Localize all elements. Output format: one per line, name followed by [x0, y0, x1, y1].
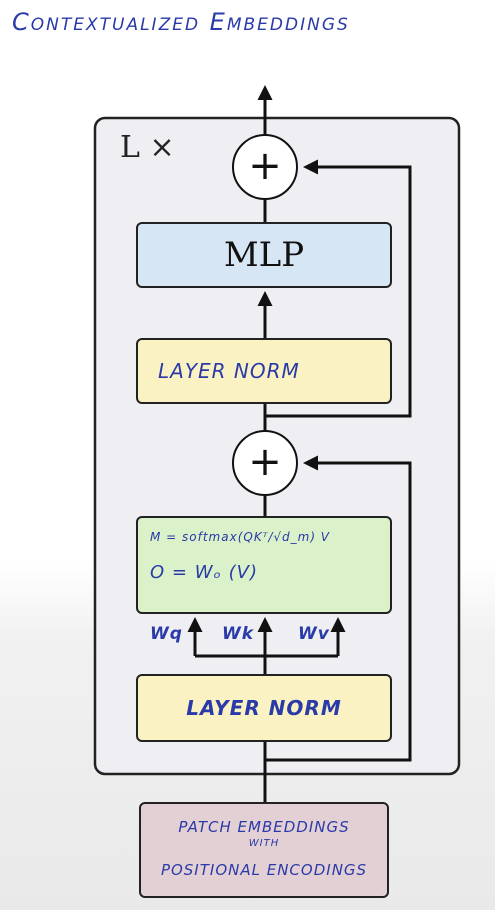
repeat-count-label: L × — [120, 130, 175, 165]
output-projection-formula: O = Wₒ (V) — [150, 562, 259, 583]
residual-connection-1 — [265, 455, 412, 762]
input-label-line1: PATCH EMBEDDINGS — [178, 818, 350, 836]
layer-norm-top-block: LAYER NORM — [136, 338, 392, 404]
residual-add-top: + — [232, 134, 298, 200]
residual-connection-2 — [265, 159, 412, 418]
attention-formula: M = softmax(QKᵀ/√d_m) V — [150, 530, 331, 544]
attention-block: M = softmax(QKᵀ/√d_m) V O = Wₒ (V) — [136, 516, 392, 614]
input-embeddings-block: PATCH EMBEDDINGS WITH POSITIONAL ENCODIN… — [139, 802, 389, 898]
input-label-line3: POSITIONAL ENCODINGS — [160, 861, 368, 879]
mlp-block: MLP — [136, 222, 392, 288]
layer-norm-bottom-label: LAYER NORM — [186, 696, 342, 720]
wk-label: Wk — [222, 624, 255, 644]
input-label-line2: WITH — [248, 838, 280, 849]
layer-norm-bottom-block: LAYER NORM — [136, 674, 392, 742]
add-symbol: + — [248, 438, 282, 485]
wv-label: Wv — [298, 624, 330, 644]
mlp-label: MLP — [223, 235, 305, 275]
add-symbol: + — [248, 142, 282, 189]
layer-norm-top-label: LAYER NORM — [158, 359, 300, 383]
wq-label: Wq — [150, 624, 183, 644]
residual-add-bottom: + — [232, 430, 298, 496]
diagram-title: Contextualized Embeddings — [12, 8, 350, 36]
